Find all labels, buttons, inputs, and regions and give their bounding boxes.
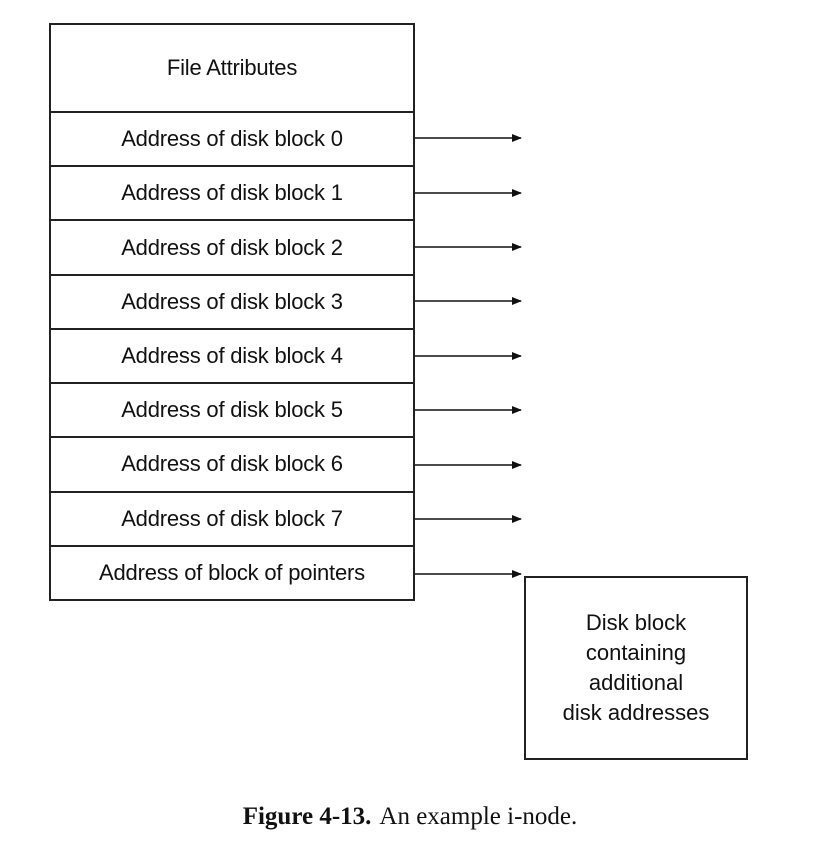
inode-table: File Attributes Address of disk block 0 … xyxy=(49,23,415,601)
disk-block-address-3: Address of disk block 3 xyxy=(51,273,413,328)
disk-block-address-4: Address of disk block 4 xyxy=(51,327,413,382)
figure-caption-text: An example i-node. xyxy=(379,803,578,830)
figure-caption: Figure 4-13. An example i-node. xyxy=(0,803,820,831)
disk-block-address-7: Address of disk block 7 xyxy=(51,490,413,545)
disk-block-address-5: Address of disk block 5 xyxy=(51,382,413,436)
disk-block-address-2: Address of disk block 2 xyxy=(51,219,413,273)
disk-block-address-1: Address of disk block 1 xyxy=(51,165,413,219)
indirect-disk-block-label: Disk block containing additional disk ad… xyxy=(562,610,710,725)
disk-block-address-6: Address of disk block 6 xyxy=(51,436,413,490)
disk-block-address-0: Address of disk block 0 xyxy=(51,111,413,165)
figure-number: Figure 4-13. xyxy=(242,803,372,830)
block-of-pointers-address: Address of block of pointers xyxy=(51,544,413,599)
file-attributes-cell: File Attributes xyxy=(166,55,298,80)
indirect-disk-block: Disk block containing additional disk ad… xyxy=(524,576,748,760)
